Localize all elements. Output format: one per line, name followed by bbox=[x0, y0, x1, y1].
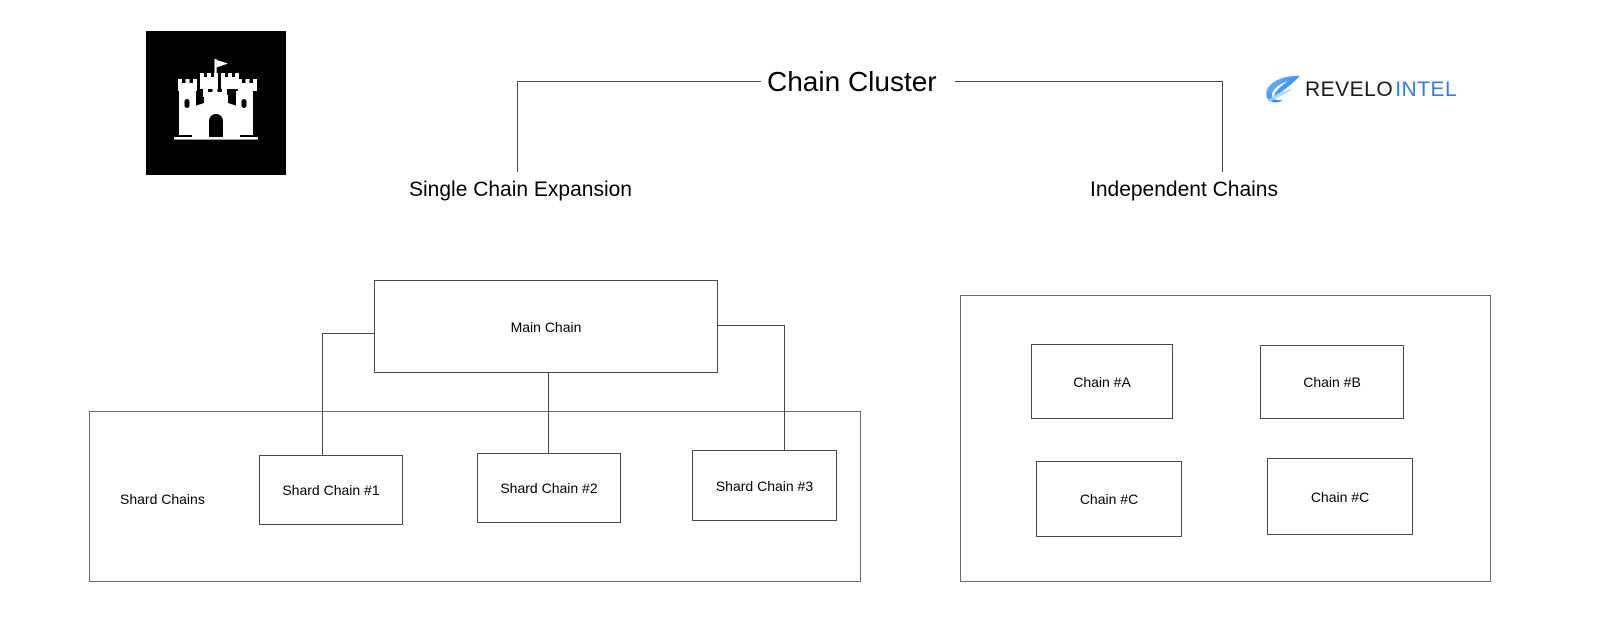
connector-main-to-shard1-vertical bbox=[322, 333, 323, 456]
branch-label-independent-chains: Independent Chains bbox=[1090, 178, 1278, 201]
box-main-chain-label: Main Chain bbox=[510, 318, 582, 335]
box-shard-chain-3-label: Shard Chain #3 bbox=[715, 477, 814, 494]
box-chain-c-2-label: Chain #C bbox=[1310, 488, 1370, 505]
box-chain-c-1-label: Chain #C bbox=[1079, 491, 1139, 507]
independent-chains-container bbox=[960, 295, 1491, 582]
box-chain-a-label: Chain #A bbox=[1073, 373, 1131, 390]
box-shard-chain-1-label: Shard Chain #1 bbox=[282, 482, 380, 498]
connector-main-to-shard1-horizontal bbox=[322, 333, 375, 334]
box-main-chain[interactable]: Main Chain bbox=[374, 280, 718, 373]
bracket-line-left bbox=[517, 81, 761, 82]
revelo-wordmark: REVELO bbox=[1305, 77, 1394, 101]
box-shard-chain-2-label: Shard Chain #2 bbox=[500, 480, 598, 496]
connector-main-to-shard3-horizontal bbox=[717, 325, 785, 326]
intel-wordmark: INTEL bbox=[1395, 77, 1458, 101]
box-shard-chain-3[interactable]: Shard Chain #3 bbox=[692, 450, 837, 521]
box-shard-chain-2[interactable]: Shard Chain #2 bbox=[477, 453, 621, 523]
connector-main-to-shard2-vertical bbox=[548, 372, 549, 454]
revelo-intel-logo: REVELO INTEL bbox=[1264, 68, 1480, 110]
box-chain-a[interactable]: Chain #A bbox=[1031, 344, 1173, 419]
branch-label-single-chain-expansion: Single Chain Expansion bbox=[409, 178, 632, 201]
shard-chains-container bbox=[89, 411, 861, 582]
box-chain-c-1[interactable]: Chain #C bbox=[1036, 461, 1182, 537]
box-chain-b-label: Chain #B bbox=[1303, 374, 1361, 390]
connector-main-to-shard3-vertical bbox=[784, 325, 785, 451]
bracket-drop-right bbox=[1222, 81, 1223, 172]
shard-chains-group-label: Shard Chains bbox=[120, 491, 205, 507]
box-chain-c-2[interactable]: Chain #C bbox=[1267, 458, 1413, 535]
revelo-feather-icon bbox=[1266, 75, 1300, 103]
diagram-title: Chain Cluster bbox=[767, 66, 937, 97]
box-shard-chain-1[interactable]: Shard Chain #1 bbox=[259, 455, 403, 525]
bracket-line-right bbox=[955, 81, 1223, 82]
bracket-drop-left bbox=[517, 81, 518, 172]
box-chain-b[interactable]: Chain #B bbox=[1260, 345, 1404, 419]
castle-logo-icon bbox=[146, 31, 286, 175]
